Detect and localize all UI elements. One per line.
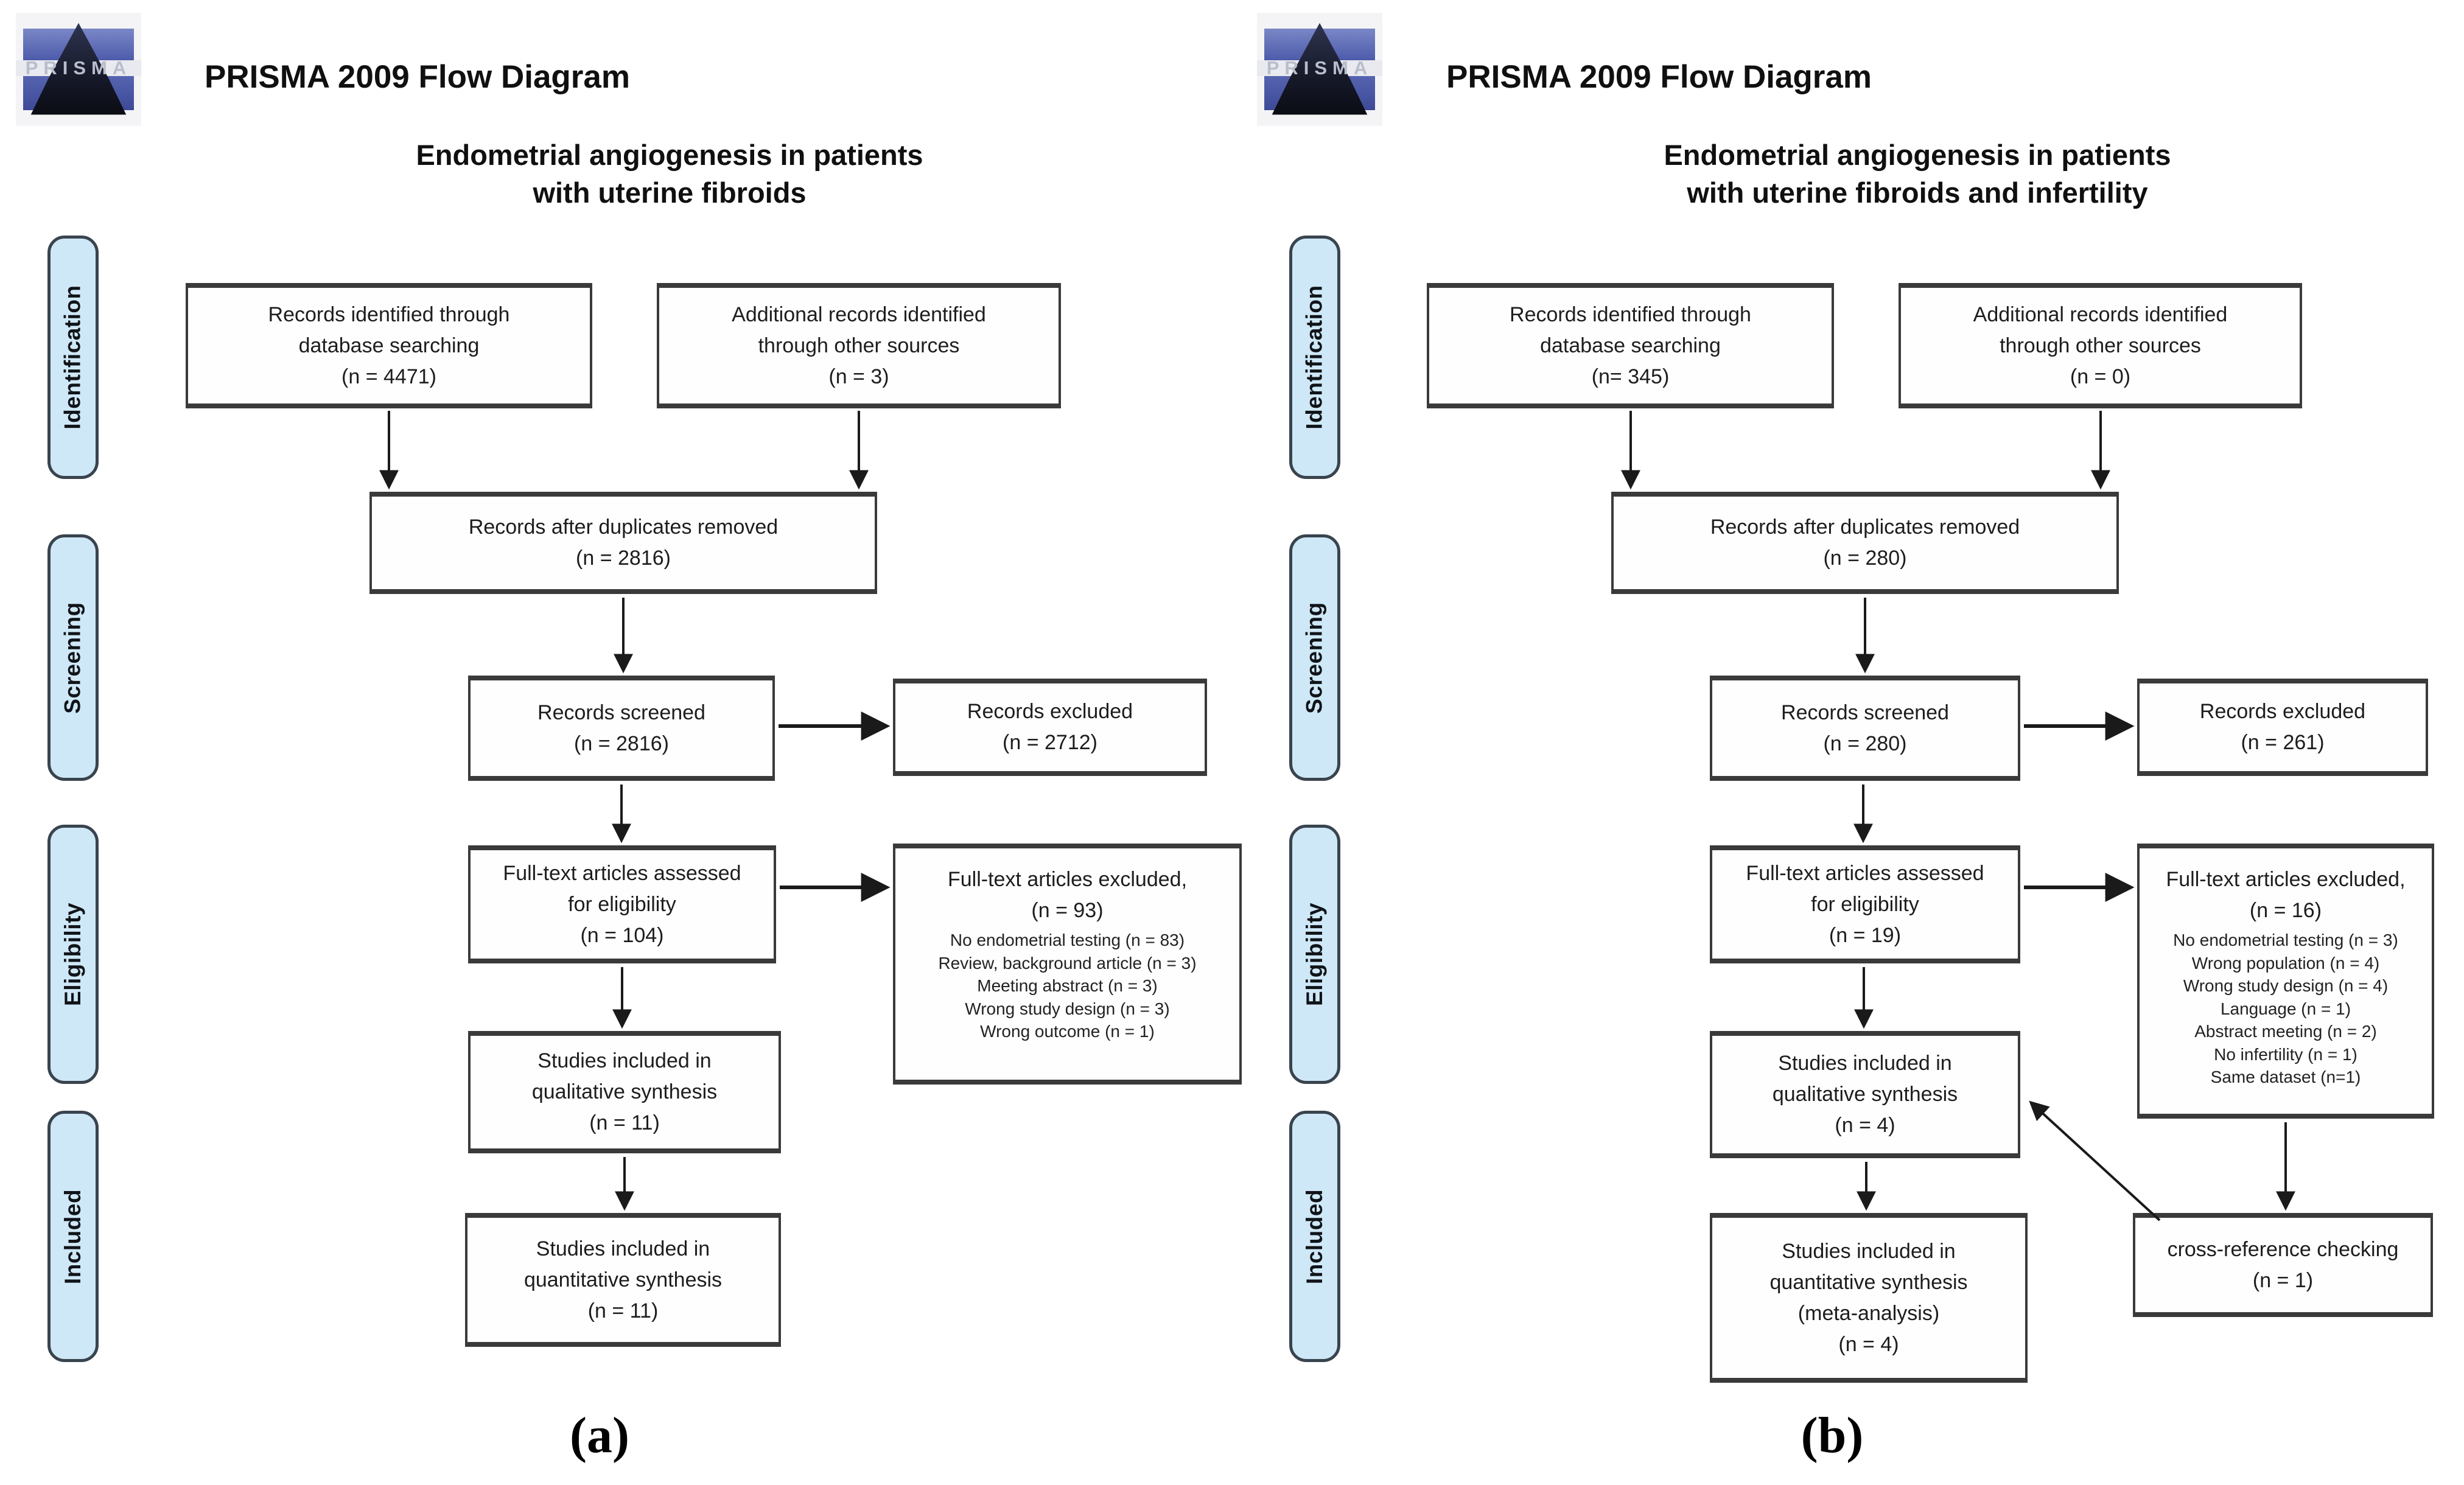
diagram-a-title: PRISMA 2009 Flow Diagram <box>205 59 631 95</box>
box-additional-records-a: Additional records identified through ot… <box>657 283 1061 408</box>
box-records-identified-a: Records identified through database sear… <box>186 283 592 408</box>
stage-label-eligibility-a: Eligibility <box>47 825 99 1084</box>
box-records-excluded-b: Records excluded (n = 261) <box>2137 679 2428 776</box>
stage-label-identification-a: Identification <box>47 236 99 479</box>
box-duplicates-removed-b: Records after duplicates removed (n = 28… <box>1611 492 2119 594</box>
box-fulltext-excluded-a: Full-text articles excluded, (n = 93) No… <box>893 844 1242 1085</box>
box-fulltext-excluded-b: Full-text articles excluded, (n = 16) No… <box>2137 844 2434 1119</box>
stage-label-identification-b: Identification <box>1289 236 1340 479</box>
stage-label-screening-a: Screening <box>47 534 99 781</box>
caption-a: (a) <box>570 1407 629 1464</box>
box-fulltext-assessed-a: Full-text articles assessed for eligibil… <box>468 845 776 963</box>
stage-label-eligibility-b: Eligibility <box>1289 825 1340 1084</box>
diagram-b-subtitle: Endometrial angiogenesis in patients wit… <box>1664 139 2171 209</box>
box-quantitative-synthesis-a: Studies included in quantitative synthes… <box>465 1213 781 1347</box>
box-duplicates-removed-a: Records after duplicates removed (n = 28… <box>369 492 877 594</box>
box-additional-records-b: Additional records identified through ot… <box>1899 283 2302 408</box>
prisma-logo-icon: PRISMA <box>16 13 141 126</box>
diagram-a-subtitle: Endometrial angiogenesis in patients wit… <box>416 139 923 209</box>
box-crossref-checking-b: cross-reference checking (n = 1) <box>2133 1213 2433 1317</box>
caption-b: (b) <box>1801 1407 1864 1464</box>
box-records-excluded-a: Records excluded (n = 2712) <box>893 679 1207 776</box>
box-records-screened-a: Records screened (n = 2816) <box>468 676 775 781</box>
prisma-logo-text: PRISMA <box>1266 57 1373 79</box>
box-quantitative-synthesis-b: Studies included in quantitative synthes… <box>1710 1213 2028 1383</box>
prisma-logo-text: PRISMA <box>25 57 132 79</box>
stage-label-included-b: Included <box>1289 1111 1340 1362</box>
stage-label-included-a: Included <box>47 1111 99 1362</box>
box-records-screened-b: Records screened (n = 280) <box>1710 676 2020 781</box>
prisma-logo-icon-b: PRISMA <box>1257 13 1382 126</box>
box-qualitative-synthesis-a: Studies included in qualitative synthesi… <box>468 1031 781 1153</box>
diagram-b-title: PRISMA 2009 Flow Diagram <box>1446 59 1872 95</box>
box-records-identified-b: Records identified through database sear… <box>1427 283 1834 408</box>
stage-label-screening-b: Screening <box>1289 534 1340 781</box>
box-qualitative-synthesis-b: Studies included in qualitative synthesi… <box>1710 1031 2020 1158</box>
box-fulltext-assessed-b: Full-text articles assessed for eligibil… <box>1710 845 2020 963</box>
